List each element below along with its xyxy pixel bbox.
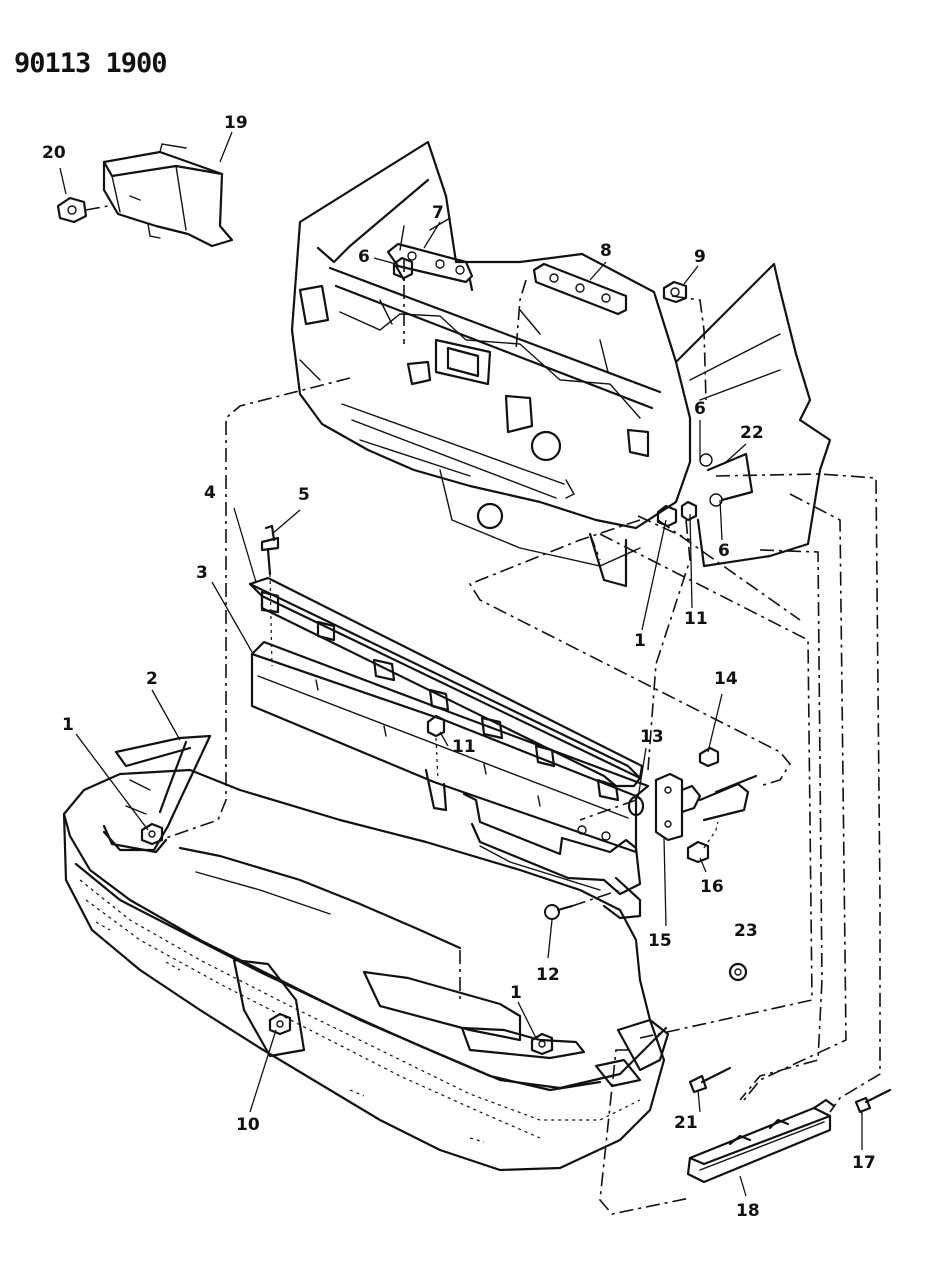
channel-bracket — [462, 792, 642, 920]
callout-6-right: 6 — [694, 399, 706, 419]
callout-21: 21 — [674, 1113, 698, 1133]
callout-6-top: 6 — [358, 247, 370, 267]
callout-13: 13 — [640, 727, 664, 747]
callout-4: 4 — [204, 483, 216, 503]
callout-8: 8 — [600, 241, 612, 261]
phantom-lines — [159, 258, 881, 1215]
callout-20: 20 — [42, 143, 66, 163]
callout-10: 10 — [236, 1115, 260, 1135]
bolt-17 — [854, 1088, 892, 1114]
callout-17: 17 — [852, 1153, 876, 1173]
nuts-lower-panel — [656, 500, 698, 528]
nut-9 — [662, 280, 688, 304]
rear-body-panel — [290, 140, 692, 588]
callout-9: 9 — [694, 247, 706, 267]
callout-11-panel: 11 — [684, 609, 708, 629]
callout-16: 16 — [700, 877, 724, 897]
bar-4 — [248, 576, 644, 802]
bolt-5 — [260, 524, 280, 667]
callout-15: 15 — [648, 931, 672, 951]
callout-12: 12 — [536, 965, 560, 985]
nut-6-top — [392, 256, 414, 280]
bracket-19 — [102, 143, 234, 248]
leader-lines — [59, 131, 863, 1197]
bumper-fascia — [62, 768, 670, 1172]
bolt-14 — [698, 746, 758, 822]
callout-1-panel: 1 — [634, 631, 646, 651]
bracket-7 — [386, 242, 474, 292]
callout-23: 23 — [734, 921, 758, 941]
callout-7: 7 — [432, 203, 444, 223]
callout-5: 5 — [298, 485, 310, 505]
callout-3: 3 — [196, 563, 208, 583]
nut-23 — [728, 962, 748, 982]
bolt-21 — [688, 1066, 732, 1094]
nut-10 — [268, 1012, 292, 1036]
callout-18: 18 — [736, 1201, 760, 1221]
nut-20 — [56, 196, 109, 224]
push-pin-12 — [544, 889, 621, 920]
bracket-2 — [102, 734, 212, 854]
callout-22: 22 — [740, 423, 764, 443]
callout-11-mid: 11 — [452, 737, 476, 757]
spacer-13 — [627, 795, 645, 817]
nut-1-lower — [530, 1032, 554, 1056]
callout-2: 2 — [146, 669, 158, 689]
callout-1-lower: 1 — [510, 983, 522, 1003]
bracket-8 — [532, 262, 628, 316]
callout-14: 14 — [714, 669, 738, 689]
part-code: 90113 1900 — [14, 48, 168, 79]
nut-11-mid — [426, 714, 446, 781]
bracket-15 — [654, 772, 702, 842]
reinforcement-3 — [250, 640, 650, 854]
callout-1-left: 1 — [62, 715, 74, 735]
callout-6-lower: 6 — [718, 541, 730, 561]
strip-18 — [686, 1098, 836, 1184]
nut-16 — [686, 821, 719, 864]
callout-labels: 20 19 7 8 9 6 6 22 6 1 11 4 5 3 2 1 11 1… — [42, 113, 876, 1221]
callout-19: 19 — [224, 113, 248, 133]
